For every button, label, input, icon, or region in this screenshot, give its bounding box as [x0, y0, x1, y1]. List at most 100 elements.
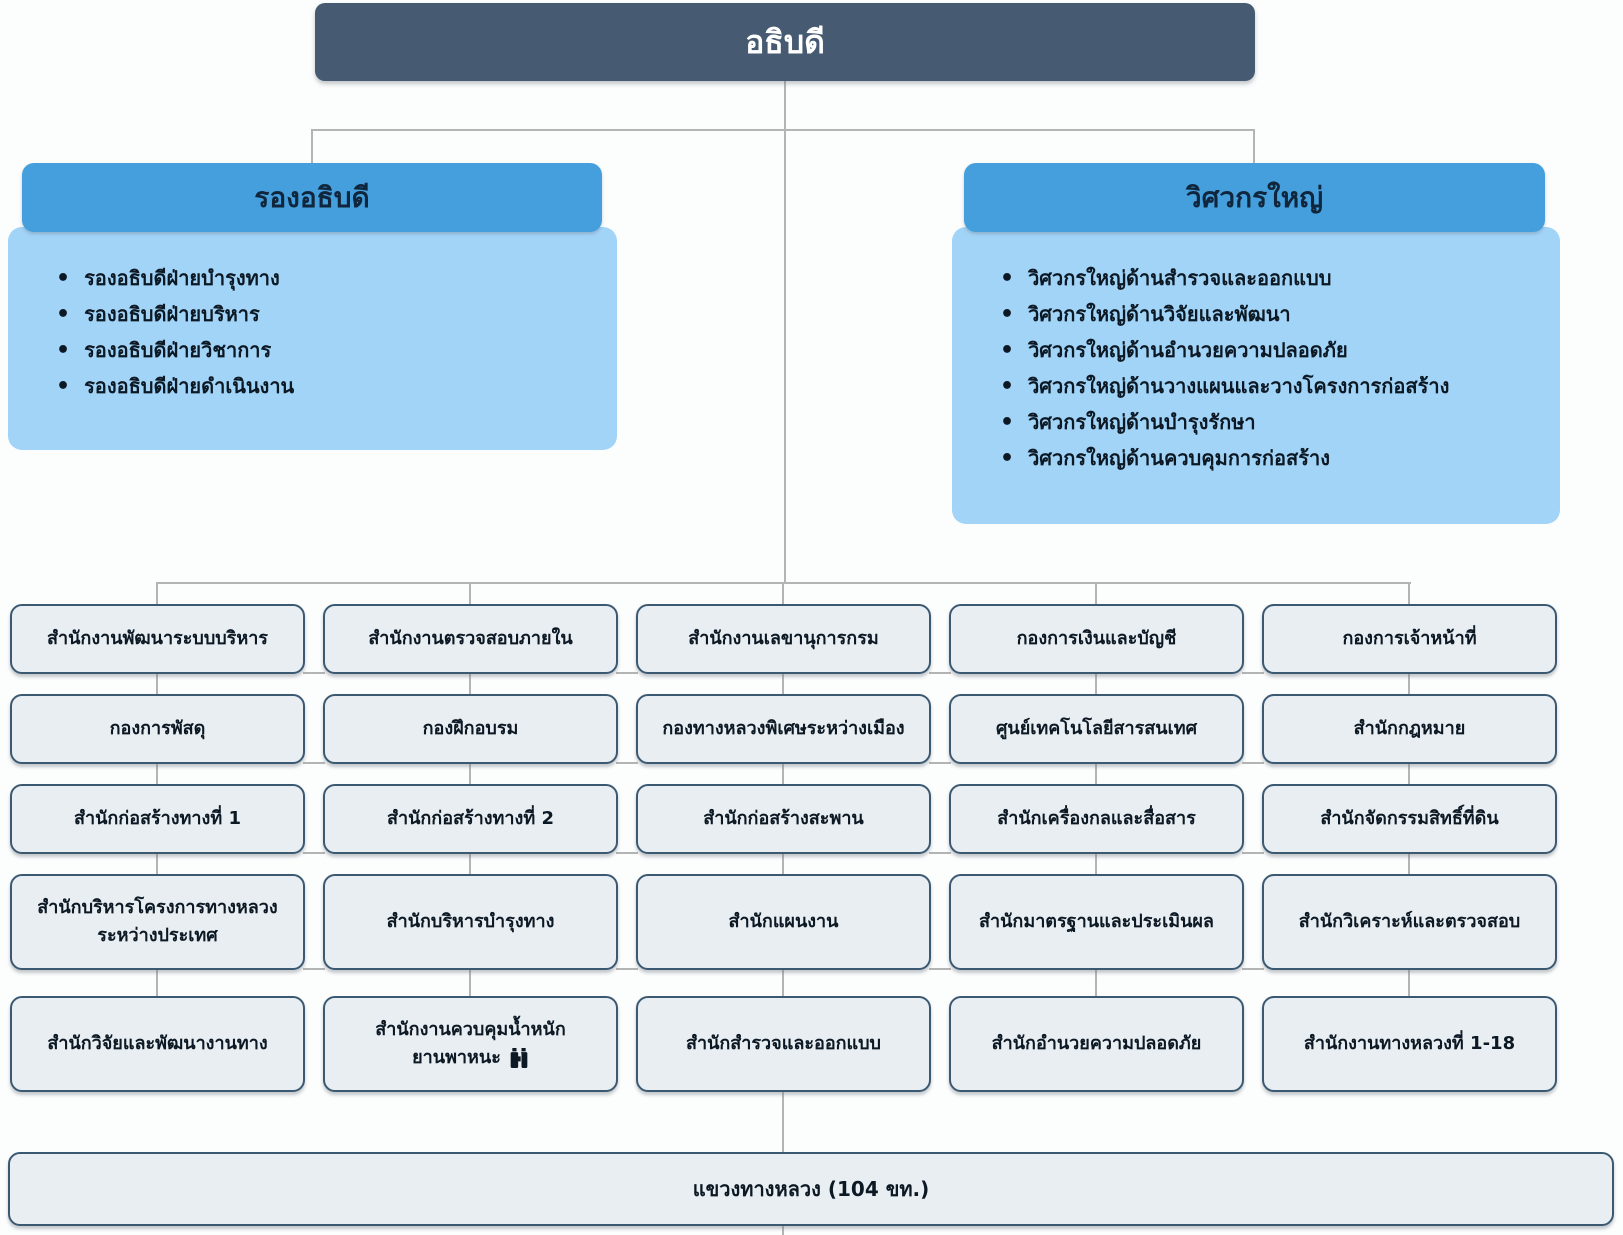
list-item: รองอธิบดีฝ่ายดำเนินงาน: [56, 375, 597, 398]
connector-line: [782, 852, 784, 876]
org-box-label: กองทางหลวงพิเศษระหว่างเมือง: [662, 718, 905, 740]
org-box-label: สำนักงานพัฒนาระบบบริหาร: [47, 628, 268, 650]
org-box: สำนักอำนวยความปลอดภัย: [949, 996, 1244, 1092]
org-box: กองทางหลวงพิเศษระหว่างเมือง: [636, 694, 931, 764]
connector-line: [929, 852, 951, 854]
org-box-label: สำนักงานทางหลวงที่ 1-18: [1303, 1033, 1516, 1055]
list-item: รองอธิบดีฝ่ายวิชาการ: [56, 339, 597, 362]
list-item: วิศวกรใหญ่ด้านควบคุมการก่อสร้าง: [1000, 447, 1540, 470]
org-box: สำนักกฎหมาย: [1262, 694, 1557, 764]
org-box: กองการเจ้าหน้าที่: [1262, 604, 1557, 674]
org-box-label: สำนักงานควบคุมน้ำหนัก: [375, 1019, 566, 1041]
connector-line: [1408, 852, 1410, 876]
connector-line: [1408, 672, 1410, 696]
connector-line: [469, 852, 471, 876]
binoculars-icon: [509, 1047, 529, 1069]
connector-line: [782, 1090, 784, 1154]
org-box-label: สำนักบริหารบำรุงทาง: [386, 911, 555, 933]
connector-line: [1408, 968, 1410, 998]
org-box-label: ศูนย์เทคโนโลยีสารสนเทศ: [995, 718, 1198, 740]
org-box-label: สำนักก่อสร้างทางที่ 1: [74, 808, 241, 830]
deputy-list: รองอธิบดีฝ่ายบำรุงทาง รองอธิบดีฝ่ายบริหา…: [8, 227, 617, 398]
org-box: สำนักงานตรวจสอบภายใน: [323, 604, 618, 674]
org-box-label: สำนักเครื่องกลและสื่อสาร: [997, 808, 1196, 830]
connector-line: [929, 968, 951, 970]
connector-line: [469, 968, 471, 998]
connector-line: [782, 672, 784, 696]
connector-line: [311, 129, 313, 165]
panel-title: วิศวกรใหญ่: [1185, 180, 1324, 214]
connector-line: [1242, 852, 1264, 854]
org-box-label: กองการเงินและบัญชี: [1016, 628, 1177, 650]
connector-line: [1095, 582, 1097, 608]
org-box: สำนักแผนงาน: [636, 874, 931, 970]
connector-line: [156, 852, 158, 876]
connector-line: [1095, 852, 1097, 876]
org-box: กองการพัสดุ: [10, 694, 305, 764]
connector-line: [1408, 582, 1410, 608]
panel-title: รองอธิบดี: [254, 180, 370, 214]
connector-line: [782, 762, 784, 786]
org-node-director-general: อธิบดี: [315, 3, 1255, 81]
org-box-label: สำนักกฎหมาย: [1353, 718, 1466, 740]
connector-line: [1095, 968, 1097, 998]
connector-line: [156, 582, 158, 608]
connector-line: [616, 672, 638, 674]
connector-line: [1095, 672, 1097, 696]
connector-line: [929, 762, 951, 764]
connector-line: [1253, 129, 1255, 165]
connector-line: [1408, 762, 1410, 786]
org-box-label: สำนักก่อสร้างสะพาน: [703, 808, 864, 830]
org-box-label: ยานพาหนะ: [412, 1047, 501, 1068]
connector-line: [782, 582, 784, 608]
connector-line: [303, 968, 325, 970]
connector-line: [311, 129, 1255, 131]
org-box-highway-districts: แขวงทางหลวง (104 ขท.): [8, 1152, 1614, 1226]
connector-line: [303, 852, 325, 854]
connector-line: [156, 762, 158, 786]
connector-line: [616, 852, 638, 854]
connector-line: [782, 968, 784, 998]
list-item: วิศวกรใหญ่ด้านสำรวจและออกแบบ: [1000, 267, 1540, 290]
org-box-label: สำนักจัดกรรมสิทธิ์ที่ดิน: [1320, 808, 1499, 830]
connector-line: [303, 672, 325, 674]
org-box-label: กองการพัสดุ: [109, 718, 206, 740]
org-box: สำนักสำรวจและออกแบบ: [636, 996, 931, 1092]
org-box: สำนักวิเคราะห์และตรวจสอบ: [1262, 874, 1557, 970]
org-box-label: ระหว่างประเทศ: [97, 925, 218, 946]
org-box: สำนักจัดกรรมสิทธิ์ที่ดิน: [1262, 784, 1557, 854]
connector-line: [1095, 762, 1097, 786]
connector-line: [469, 762, 471, 786]
org-box: สำนักงานเลขานุการกรม: [636, 604, 931, 674]
connector-line: [156, 672, 158, 696]
org-node-label: อธิบดี: [745, 22, 825, 61]
list-item: รองอธิบดีฝ่ายบริหาร: [56, 303, 597, 326]
connector-line: [782, 1226, 784, 1235]
chief-engineer-panel: วิศวกรใหญ่ด้านสำรวจและออกแบบ วิศวกรใหญ่ด…: [952, 227, 1560, 524]
list-item: วิศวกรใหญ่ด้านวิจัยและพัฒนา: [1000, 303, 1540, 326]
deputy-panel-header: รองอธิบดี: [22, 163, 602, 232]
org-box-label: สำนักก่อสร้างทางที่ 2: [387, 808, 554, 830]
list-item: วิศวกรใหญ่ด้านวางแผนและวางโครงการก่อสร้า…: [1000, 375, 1540, 398]
org-box: กองฝึกอบรม: [323, 694, 618, 764]
org-box-label: สำนักวิจัยและพัฒนางานทาง: [47, 1033, 268, 1055]
org-box-label: สำนักบริหารโครงการทางหลวง: [37, 897, 278, 919]
org-box-label: กองการเจ้าหน้าที่: [1342, 628, 1477, 650]
org-box-label: กองฝึกอบรม: [422, 718, 519, 740]
org-box: สำนักมาตรฐานและประเมินผล: [949, 874, 1244, 970]
org-box: สำนักเครื่องกลและสื่อสาร: [949, 784, 1244, 854]
org-box-label: สำนักงานตรวจสอบภายใน: [368, 628, 573, 650]
org-box-label: สำนักวิเคราะห์และตรวจสอบ: [1298, 911, 1521, 933]
org-box: สำนักงานทางหลวงที่ 1-18: [1262, 996, 1557, 1092]
org-box: สำนักงานพัฒนาระบบบริหาร: [10, 604, 305, 674]
org-box: สำนักวิจัยและพัฒนางานทาง: [10, 996, 305, 1092]
org-box: สำนักงานควบคุมน้ำหนัก ยานพาหนะ: [323, 996, 618, 1092]
deputy-panel: รองอธิบดีฝ่ายบำรุงทาง รองอธิบดีฝ่ายบริหา…: [8, 227, 617, 450]
org-box-label: สำนักงานเลขานุการกรม: [688, 628, 879, 650]
connector-line: [929, 672, 951, 674]
connector-line: [157, 582, 1411, 584]
list-item: วิศวกรใหญ่ด้านบำรุงรักษา: [1000, 411, 1540, 434]
chief-engineer-panel-header: วิศวกรใหญ่: [964, 163, 1545, 232]
connector-line: [469, 582, 471, 608]
